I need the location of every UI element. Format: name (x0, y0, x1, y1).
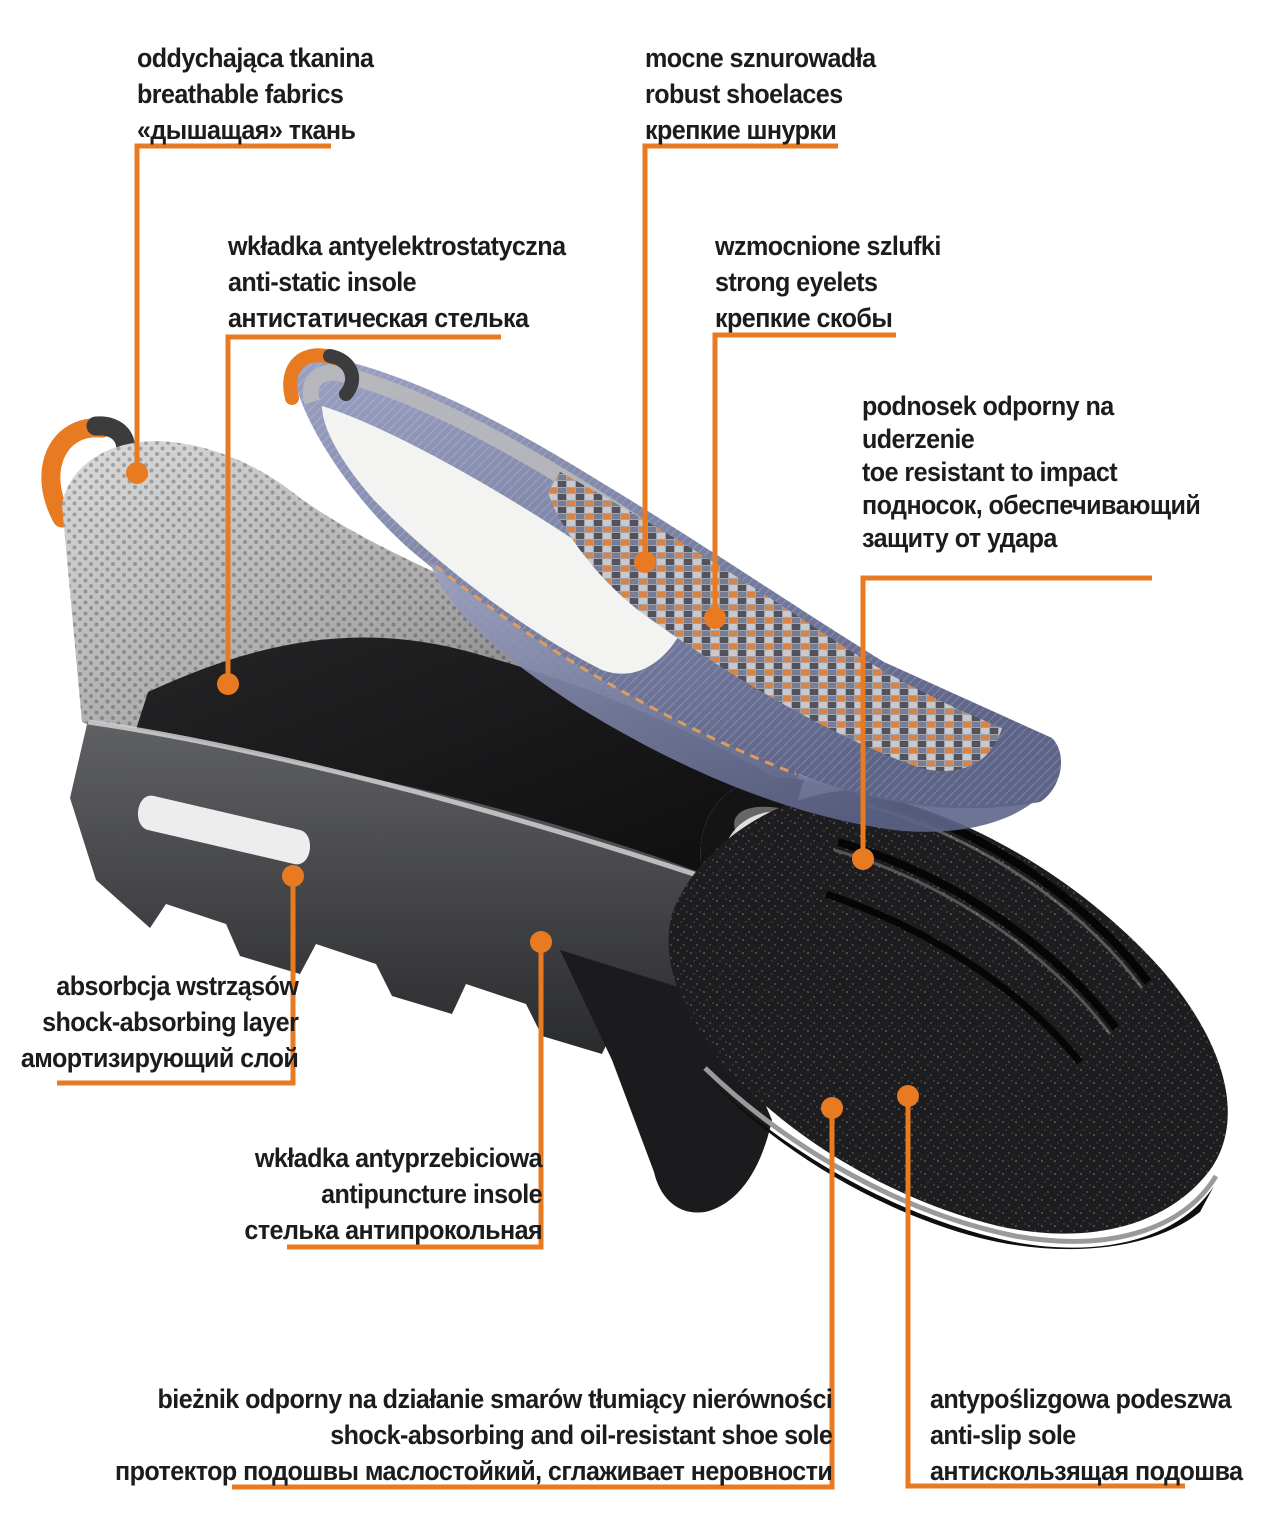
label-line: «дышащая» ткань (137, 115, 356, 145)
label-line: mocne sznurowadła (645, 43, 876, 73)
label-line: podnosek odporny na (862, 391, 1114, 421)
label-antislip-sole: antypoślizgowa podeszwa anti-slip sole а… (930, 1381, 1243, 1489)
callout-dot (282, 865, 304, 887)
callout-dot (704, 607, 726, 629)
label-line: oddychająca tkanina (137, 43, 374, 73)
label-line: wkładka antyelektrostatyczna (228, 231, 566, 261)
callout-antislip-sole (905, 1096, 1185, 1489)
label-shoelaces: mocne sznurowadła robust shoelaces крепк… (645, 40, 876, 148)
label-line: подносок, обеспечивающий (862, 490, 1201, 520)
reflective-strip-shape (137, 795, 311, 865)
callout-antipuncture (287, 942, 544, 1250)
label-line: antipuncture insole (320, 1179, 543, 1209)
label-line: антискользящая подошва (930, 1456, 1243, 1486)
label-line: wkładka antyprzebiciowa (254, 1143, 543, 1173)
callout-dot (217, 673, 239, 695)
vamp-shape (132, 637, 815, 905)
rubber-toe-shape (668, 790, 1228, 1250)
callout-dot (821, 1097, 843, 1119)
label-antistatic-insole: wkładka antyelektrostatyczna anti-static… (228, 228, 566, 336)
label-line: toe resistant to impact (862, 457, 1118, 487)
label-line: antypoślizgowa podeszwa (930, 1384, 1232, 1414)
callout-oil-resistant-sole (232, 1108, 835, 1490)
label-line: wzmocnione szlufki (715, 231, 941, 261)
callout-dot (852, 848, 874, 870)
label-line: strong eyelets (715, 267, 878, 297)
label-line: shock-absorbing and oil-resistant shoe s… (329, 1420, 833, 1450)
callout-eyelets (712, 332, 896, 618)
label-line: антистатическая стелька (228, 303, 529, 333)
label-line: стелька антипрокольная (244, 1215, 542, 1245)
callout-dot (897, 1085, 919, 1107)
callout-dot (634, 551, 656, 573)
label-toe-cap: podnosek odporny na uderzenie toe resist… (862, 390, 1201, 555)
label-line: крепкие шнурки (645, 115, 837, 145)
label-oil-resistant-sole: bieżnik odporny na działanie smarów tłum… (114, 1381, 833, 1489)
label-line: амортизирующий слой (20, 1043, 299, 1073)
callout-dot (530, 931, 552, 953)
sole-shape (70, 719, 704, 1054)
label-shock-absorbing-layer: absorbcja wstrząsów shock-absorbing laye… (20, 968, 299, 1076)
callout-antistatic-insole (225, 334, 501, 684)
label-line: breathable fabrics (137, 79, 344, 109)
label-line: shock-absorbing layer (41, 1007, 299, 1037)
label-breathable-fabric: oddychająca tkanina breathable fabrics «… (137, 40, 374, 148)
label-eyelets: wzmocnione szlufki strong eyelets крепки… (715, 228, 941, 336)
label-line: anti-slip sole (930, 1420, 1076, 1450)
label-line: anti-static insole (228, 267, 417, 297)
callout-toe-cap (860, 575, 1152, 859)
label-antipuncture-insole: wkładka antyprzebiciowa antipuncture ins… (244, 1140, 542, 1248)
label-line: крепкие скобы (715, 303, 893, 333)
callout-shock-absorbing (57, 876, 296, 1086)
label-line: защиту от удара (862, 523, 1057, 553)
callout-breathable-fabric (134, 143, 331, 473)
label-line: absorbcja wstrząsów (56, 971, 299, 1001)
lace-flap-shape (283, 348, 1062, 832)
label-line: uderzenie (862, 424, 975, 454)
label-line: bieżnik odporny na działanie smarów tłum… (157, 1384, 832, 1414)
callout-shoelaces (642, 143, 838, 562)
callout-dot (126, 462, 148, 484)
label-line: протектор подошвы маслостойкий, сглажива… (114, 1456, 833, 1486)
label-line: robust shoelaces (645, 79, 843, 109)
